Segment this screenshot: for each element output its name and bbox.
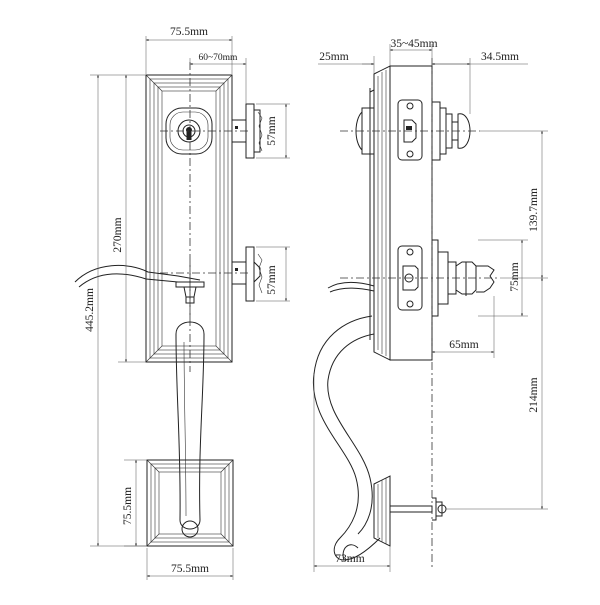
side-lever-arm	[327, 282, 375, 293]
front-thumb-lever	[74, 262, 205, 320]
front-dimensions: 75.5mm 60~70mm 57mm 270mm 445.2mm 57mm 7…	[84, 26, 290, 580]
side-view	[312, 58, 500, 568]
dim-front-latch-height: 57mm	[266, 265, 278, 294]
dim-side-left-offset: 25mm	[319, 51, 348, 63]
front-latch	[160, 246, 263, 302]
front-bottom-rose	[146, 459, 234, 547]
front-escutcheon-plate	[145, 62, 233, 372]
dim-front-bottom-rose-width: 75.5mm	[171, 563, 209, 575]
front-deadbolt-cylinder	[160, 107, 250, 155]
dim-front-top-width: 75.5mm	[170, 26, 208, 38]
dim-front-cylinder-range: 60~70mm	[199, 53, 239, 63]
side-door-plate	[369, 58, 433, 568]
dim-side-knob-height: 75mm	[509, 262, 521, 291]
side-curved-handle	[312, 315, 381, 561]
side-knob-latch	[340, 239, 500, 317]
side-deadbolt	[340, 99, 480, 161]
dim-side-door-thickness: 35~45mm	[390, 38, 437, 50]
dim-front-deadbolt-height: 57mm	[266, 116, 278, 145]
front-view	[74, 62, 263, 547]
dim-side-knob-depth: 65mm	[449, 339, 478, 351]
side-dimensions: 25mm 35~45mm 34.5mm 139.7mm 75mm 65mm 21…	[313, 38, 548, 572]
front-deadbolt-bolt	[231, 103, 263, 159]
side-bottom-rose	[373, 475, 447, 547]
dim-front-total-height: 445.2mm	[84, 288, 96, 332]
dim-side-handle-depth: 73mm	[335, 553, 364, 565]
dim-side-knob-projection: 34.5mm	[481, 51, 519, 63]
dim-side-upper-spacing: 139.7mm	[528, 188, 540, 232]
dim-front-plate-height: 270mm	[112, 217, 124, 252]
dim-front-bottom-rose-height: 75.5mm	[122, 487, 134, 525]
dim-side-lower-spacing: 214mm	[528, 377, 540, 412]
front-grip-handle	[175, 321, 205, 538]
